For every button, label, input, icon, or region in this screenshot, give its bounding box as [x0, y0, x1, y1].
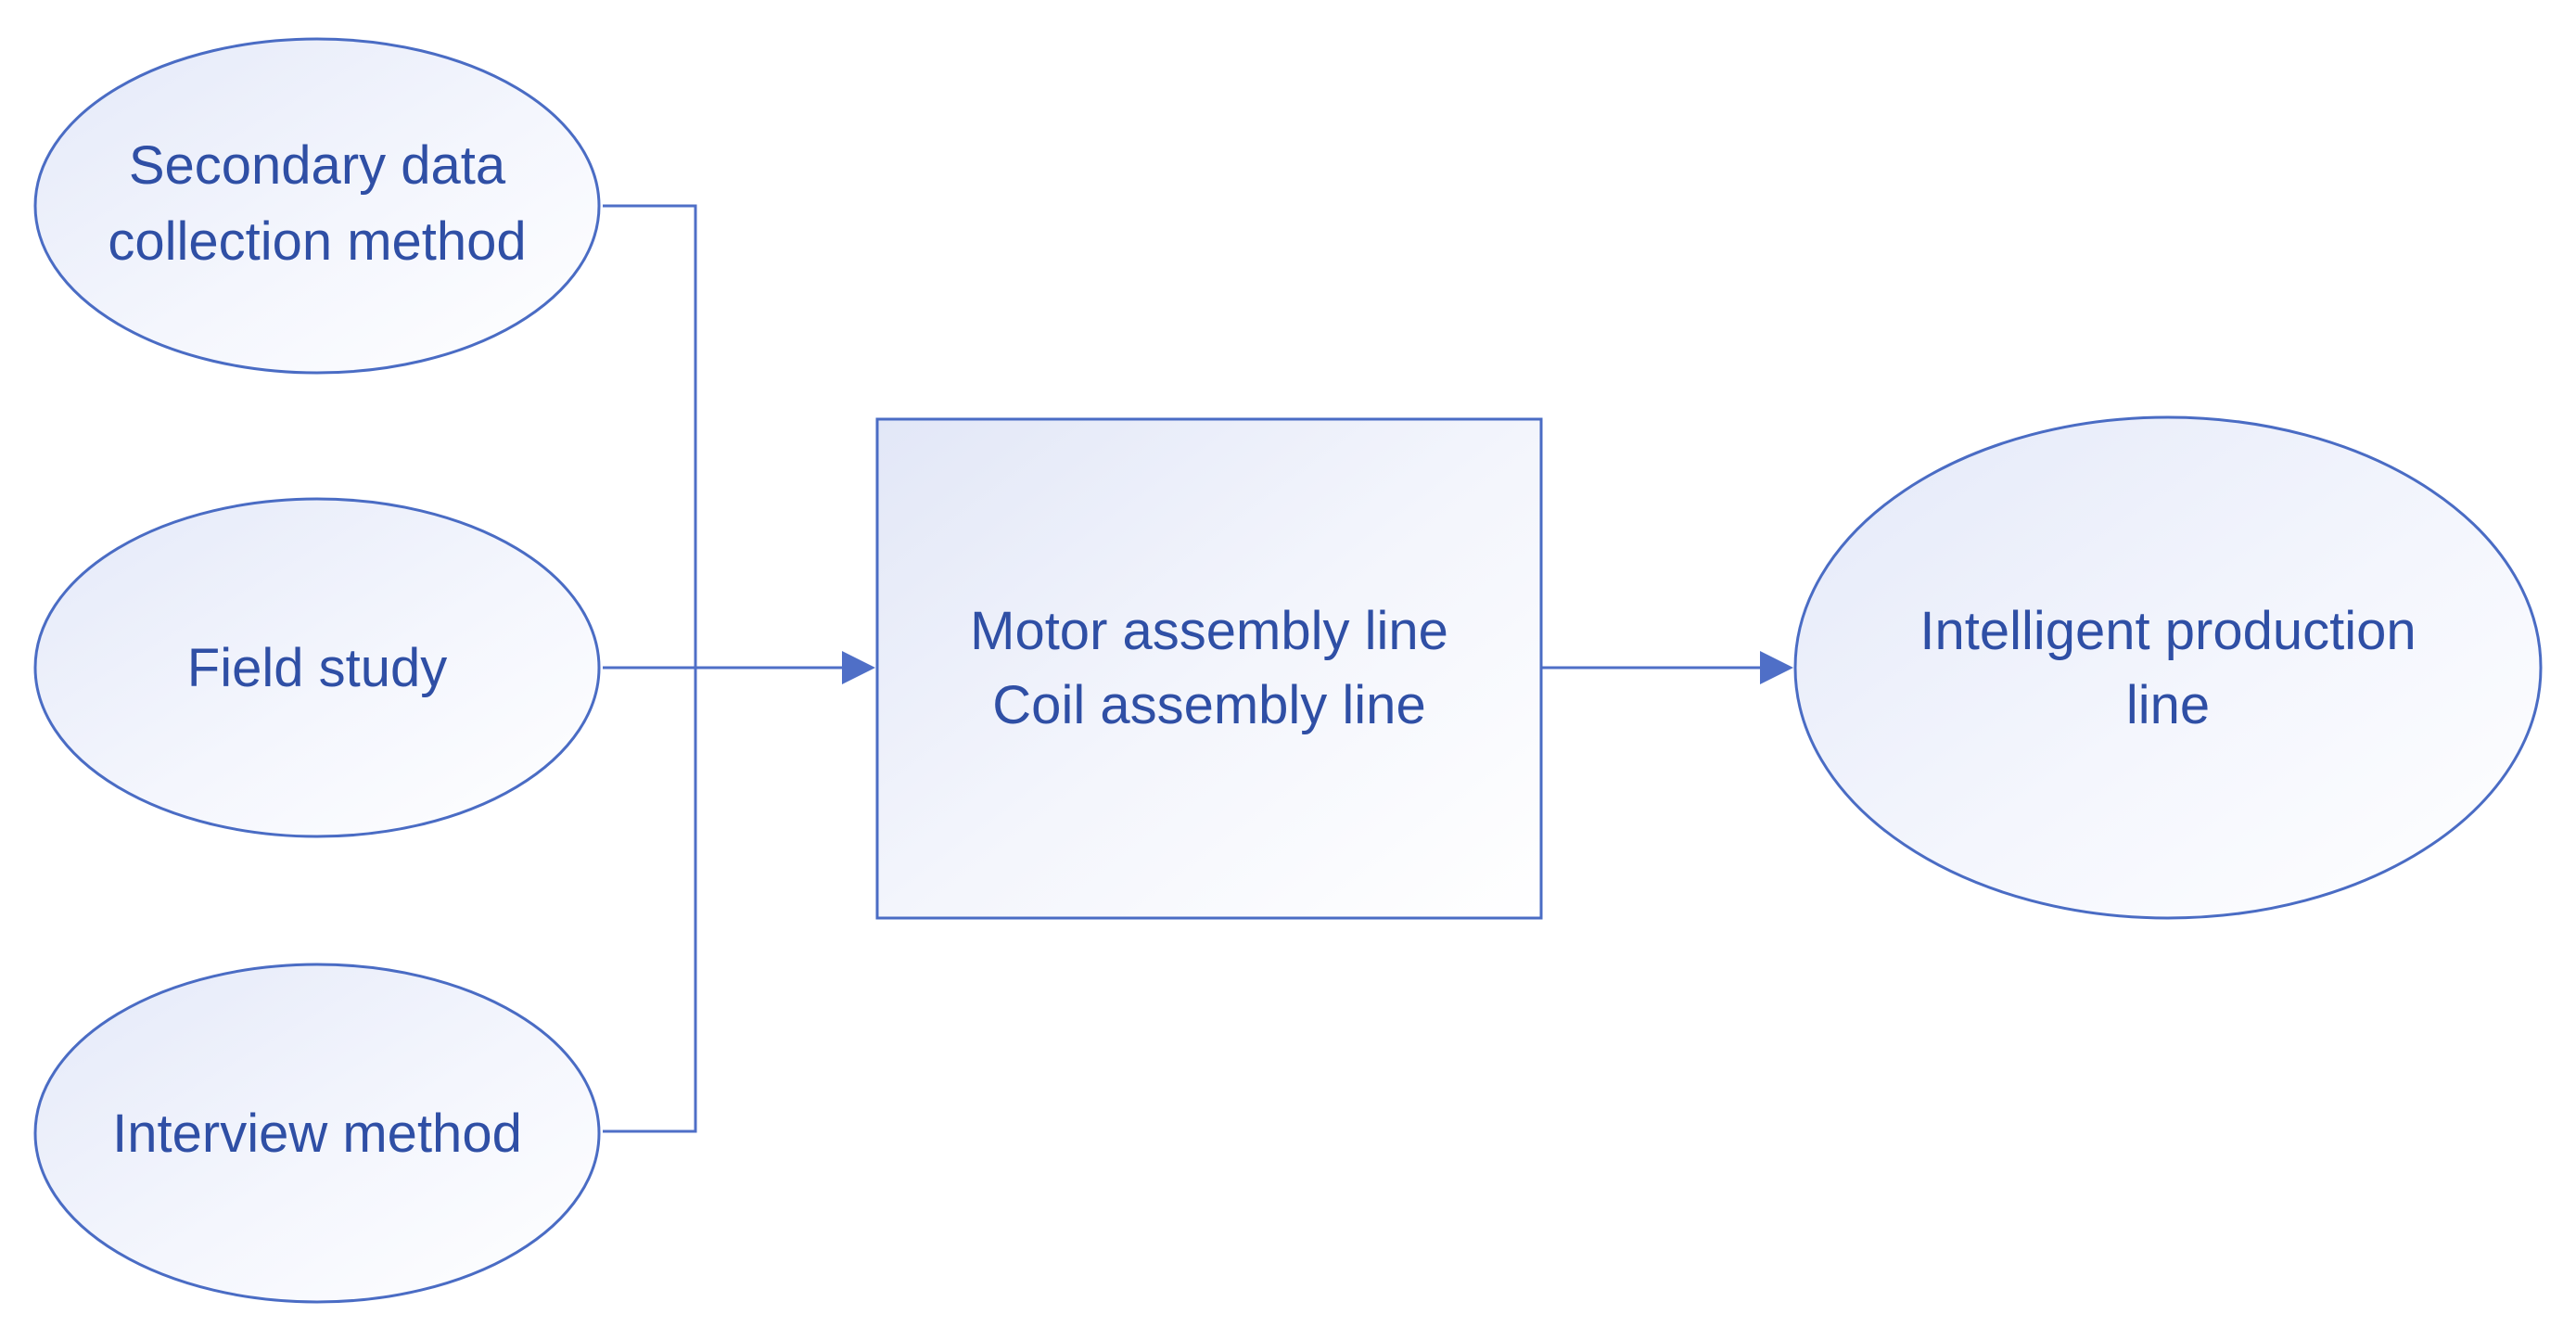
ellipse-shape	[33, 497, 601, 838]
edge-secondary-to-junction	[603, 204, 697, 668]
node-secondary-data-collection: Secondary data collection method	[33, 37, 601, 375]
arrowhead-to-assembly	[842, 651, 875, 684]
node-label-line: line	[2126, 675, 2210, 735]
ellipse-shape	[1793, 415, 2543, 920]
node-label-line: Intelligent production	[1919, 601, 2416, 661]
arrowhead-to-intelligent	[1760, 651, 1793, 684]
node-label-line: Interview method	[112, 1104, 522, 1164]
edge-interview-to-junction	[603, 668, 697, 1133]
connectors	[603, 204, 1793, 1133]
node-label-line: Secondary data	[129, 135, 506, 196]
ellipse-shape	[33, 37, 601, 375]
rect-shape	[875, 417, 1543, 920]
node-label-line: Coil assembly line	[992, 675, 1425, 735]
node-label-line: Field study	[187, 638, 447, 698]
node-intelligent-production-line: Intelligent production line	[1793, 415, 2543, 920]
node-assembly-lines: Motor assembly line Coil assembly line	[875, 417, 1543, 920]
node-interview-method: Interview method	[33, 963, 601, 1304]
node-field-study: Field study	[33, 497, 601, 838]
node-label-line: Motor assembly line	[970, 601, 1448, 661]
ellipse-shape	[33, 963, 601, 1304]
node-label-line: collection method	[108, 211, 526, 272]
